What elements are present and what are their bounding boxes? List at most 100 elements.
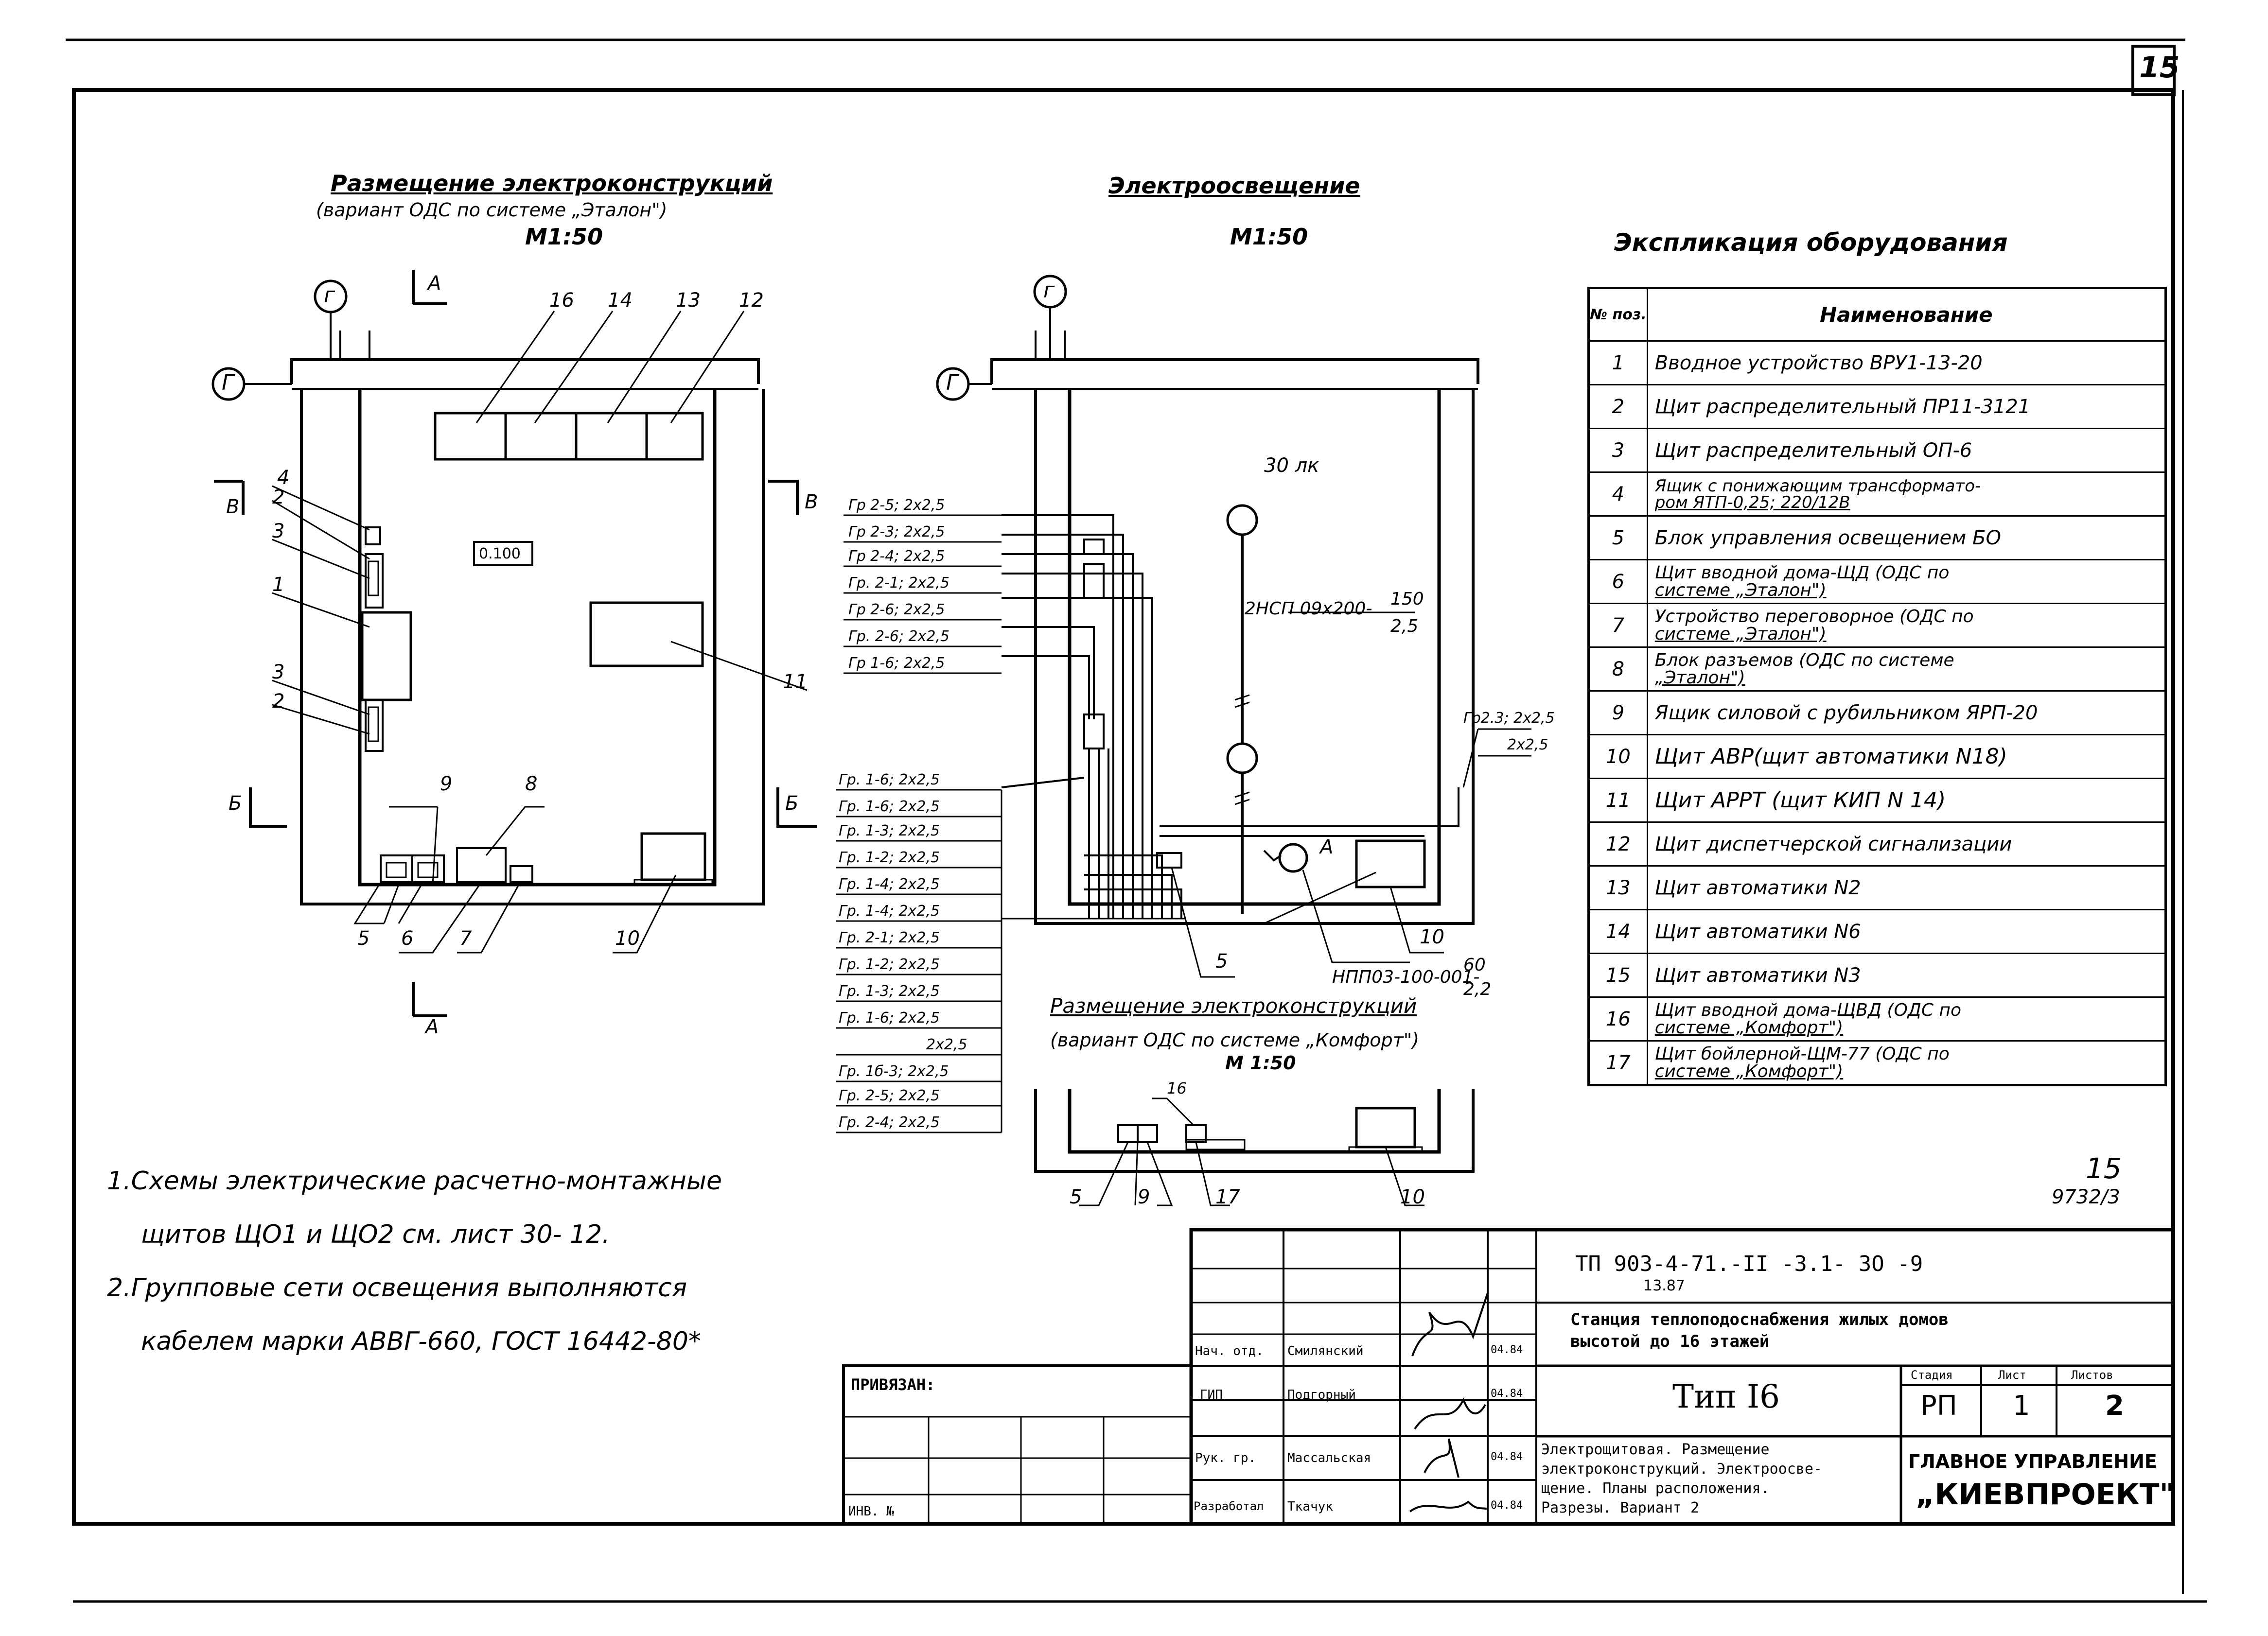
lux-label: 30 лк [1264, 454, 1319, 477]
cable-top-6: Гр. 2-6; 2х2,5 [848, 628, 950, 645]
cable-bottom-11: 2х2,5 [926, 1036, 967, 1053]
explication-row-name: Щит автоматики N6 [1646, 909, 2167, 954]
right-cable-1: Гр2.3; 2х2,5 [1463, 710, 1555, 727]
stage-header: Стадия [1911, 1368, 1953, 1382]
cable-top-1: Гр 2-5; 2х2,5 [848, 497, 945, 514]
callout-3b: 3 [272, 661, 285, 683]
note-1-line2: щитов ЩО1 и ЩО2 см. лист 30- 12. [141, 1220, 610, 1249]
explication-row-line1: Щит бойлерной-ЩМ-77 (ОДС по [1654, 1044, 1950, 1064]
callout-8: 8 [525, 773, 538, 795]
explication-row-name: Щит распределительный ОП-6 [1646, 428, 2167, 473]
explication-row-num: 3 [1588, 428, 1648, 473]
staff-name-2: Подгорный [1287, 1388, 1356, 1402]
section-v-right: В [805, 491, 818, 513]
explication-row-name: Вводное устройство ВРУ1-13-20 [1646, 340, 2167, 385]
explication-row-num: 11 [1588, 778, 1648, 823]
explication-col-name: Наименование [1646, 287, 2167, 342]
cable-top-5: Гр 2-6; 2х2,5 [848, 601, 945, 618]
cable-top-7: Гр 1-6; 2х2,5 [848, 655, 945, 672]
explication-row-name: Блок управления освещением БО [1646, 515, 2167, 560]
type-label: Тип I6 [1672, 1378, 1780, 1415]
bound-label: ПРИВЯЗАН: [851, 1375, 935, 1394]
staff-role-4: Разработал [1194, 1499, 1264, 1513]
cable-bottom-9: Гр. 1-3; 2х2,5 [839, 983, 940, 1000]
center-callout-5: 5 [1215, 950, 1228, 973]
staff-date-3: 04.84 [1491, 1451, 1523, 1463]
explication-row-num: 16 [1588, 996, 1648, 1042]
axis-num-left: г [324, 283, 335, 308]
explication-row-line1: Щит вводной дома-ЩВД (ОДС по [1654, 1000, 1962, 1020]
station-title-2: высотой до 16 этажей [1570, 1332, 1770, 1351]
explication-row-num: 12 [1588, 821, 1648, 867]
explication-row-name: Щит диспетчерской сигнализации [1646, 821, 2167, 867]
cable-bottom-6: Гр. 1-4; 2х2,5 [839, 903, 940, 920]
org-line-1: ГЛАВНОЕ УПРАВЛЕНИЕ [1908, 1451, 2157, 1472]
callout-13: 13 [676, 289, 701, 312]
fixture-frac-bottom: 2,2 [1463, 979, 1492, 999]
cable-bottom-12: Гр. 1б-3; 2х2,5 [839, 1063, 949, 1080]
callout-9: 9 [440, 773, 453, 795]
sheet-value: 1 [2013, 1390, 2030, 1422]
description-3: щение. Планы расположения. [1541, 1480, 1770, 1497]
callout-6: 6 [401, 927, 414, 950]
left-plan-subtitle: (вариант ОДС по системе „Эталон") [316, 199, 668, 221]
explication-row-line2: ром ЯТП-0,25; 220/12В [1654, 492, 1850, 512]
inv-label: ИНВ. № [848, 1504, 894, 1519]
note-1-line1: 1.Схемы электрические расчетно-монтажные [107, 1166, 722, 1196]
cable-bottom-14: Гр. 2-4; 2х2,5 [839, 1114, 940, 1131]
cable-top-3: Гр 2-4; 2х2,5 [848, 548, 945, 565]
small-callout-16: 16 [1167, 1079, 1187, 1097]
staff-name-3: Массальская [1287, 1451, 1371, 1465]
small-plan-subtitle: (вариант ОДС по системе „Комфорт") [1050, 1029, 1420, 1051]
explication-row-name: Щит АВР(щит автоматики N18) [1646, 734, 2167, 779]
explication-row-name: Ящик силовой с рубильником ЯРП-20 [1646, 690, 2167, 735]
cable-bottom-5: Гр. 1-4; 2х2,5 [839, 876, 940, 893]
explication-row-line2: системе „Эталон") [1654, 580, 1827, 600]
archive-number: 15 [2086, 1152, 2122, 1185]
callout-2b: 2 [272, 690, 285, 713]
description-4: Разрезы. Вариант 2 [1541, 1499, 1700, 1516]
explication-row-num: 15 [1588, 953, 1648, 998]
staff-date-4: 04.84 [1491, 1499, 1523, 1512]
section-a-bottom: А [425, 1016, 439, 1038]
explication-row-line1: Щит вводной дома-ЩД (ОДС по [1654, 562, 1950, 583]
section-b-left: Б [229, 792, 242, 815]
fixture-frac-top: 60 [1463, 955, 1486, 975]
section-a-top: А [428, 272, 441, 295]
explication-row-name: Щит автоматики N2 [1646, 865, 2167, 910]
archive-code: 9732/3 [2052, 1186, 2120, 1208]
explication-row-name: Блок разъемов (ОДС по системе„Эталон") [1646, 646, 2167, 692]
section-v-left: В [226, 496, 240, 518]
explication-row-num: 7 [1588, 603, 1648, 648]
cable-bottom-8: Гр. 1-2; 2х2,5 [839, 956, 940, 973]
explication-title: Экспликация оборудования [1614, 228, 2008, 257]
small-plan-title: Размещение электроконструкций [1050, 994, 1417, 1018]
cable-bottom-3: Гр. 1-3; 2х2,5 [839, 822, 940, 839]
explication-header-row: № поз. Наименование [1588, 287, 2167, 342]
explication-col-num: № поз. [1588, 287, 1648, 342]
staff-date-1: 04.84 [1491, 1344, 1523, 1356]
callout-2a: 2 [272, 486, 285, 508]
right-cable-2: 2х2,5 [1507, 736, 1548, 753]
stage-value: РП [1920, 1390, 1957, 1422]
explication-row-line1: Блок разъемов (ОДС по системе [1654, 650, 1954, 670]
small-plan-scale: М 1:50 [1225, 1052, 1296, 1074]
explication-row-num: 1 [1588, 340, 1648, 385]
small-callout-5: 5 [1070, 1186, 1082, 1208]
explication-row-name: Щит распределительный ПР11-3121 [1646, 384, 2167, 429]
left-plan-title: Размещение электроконструкций [331, 170, 773, 196]
